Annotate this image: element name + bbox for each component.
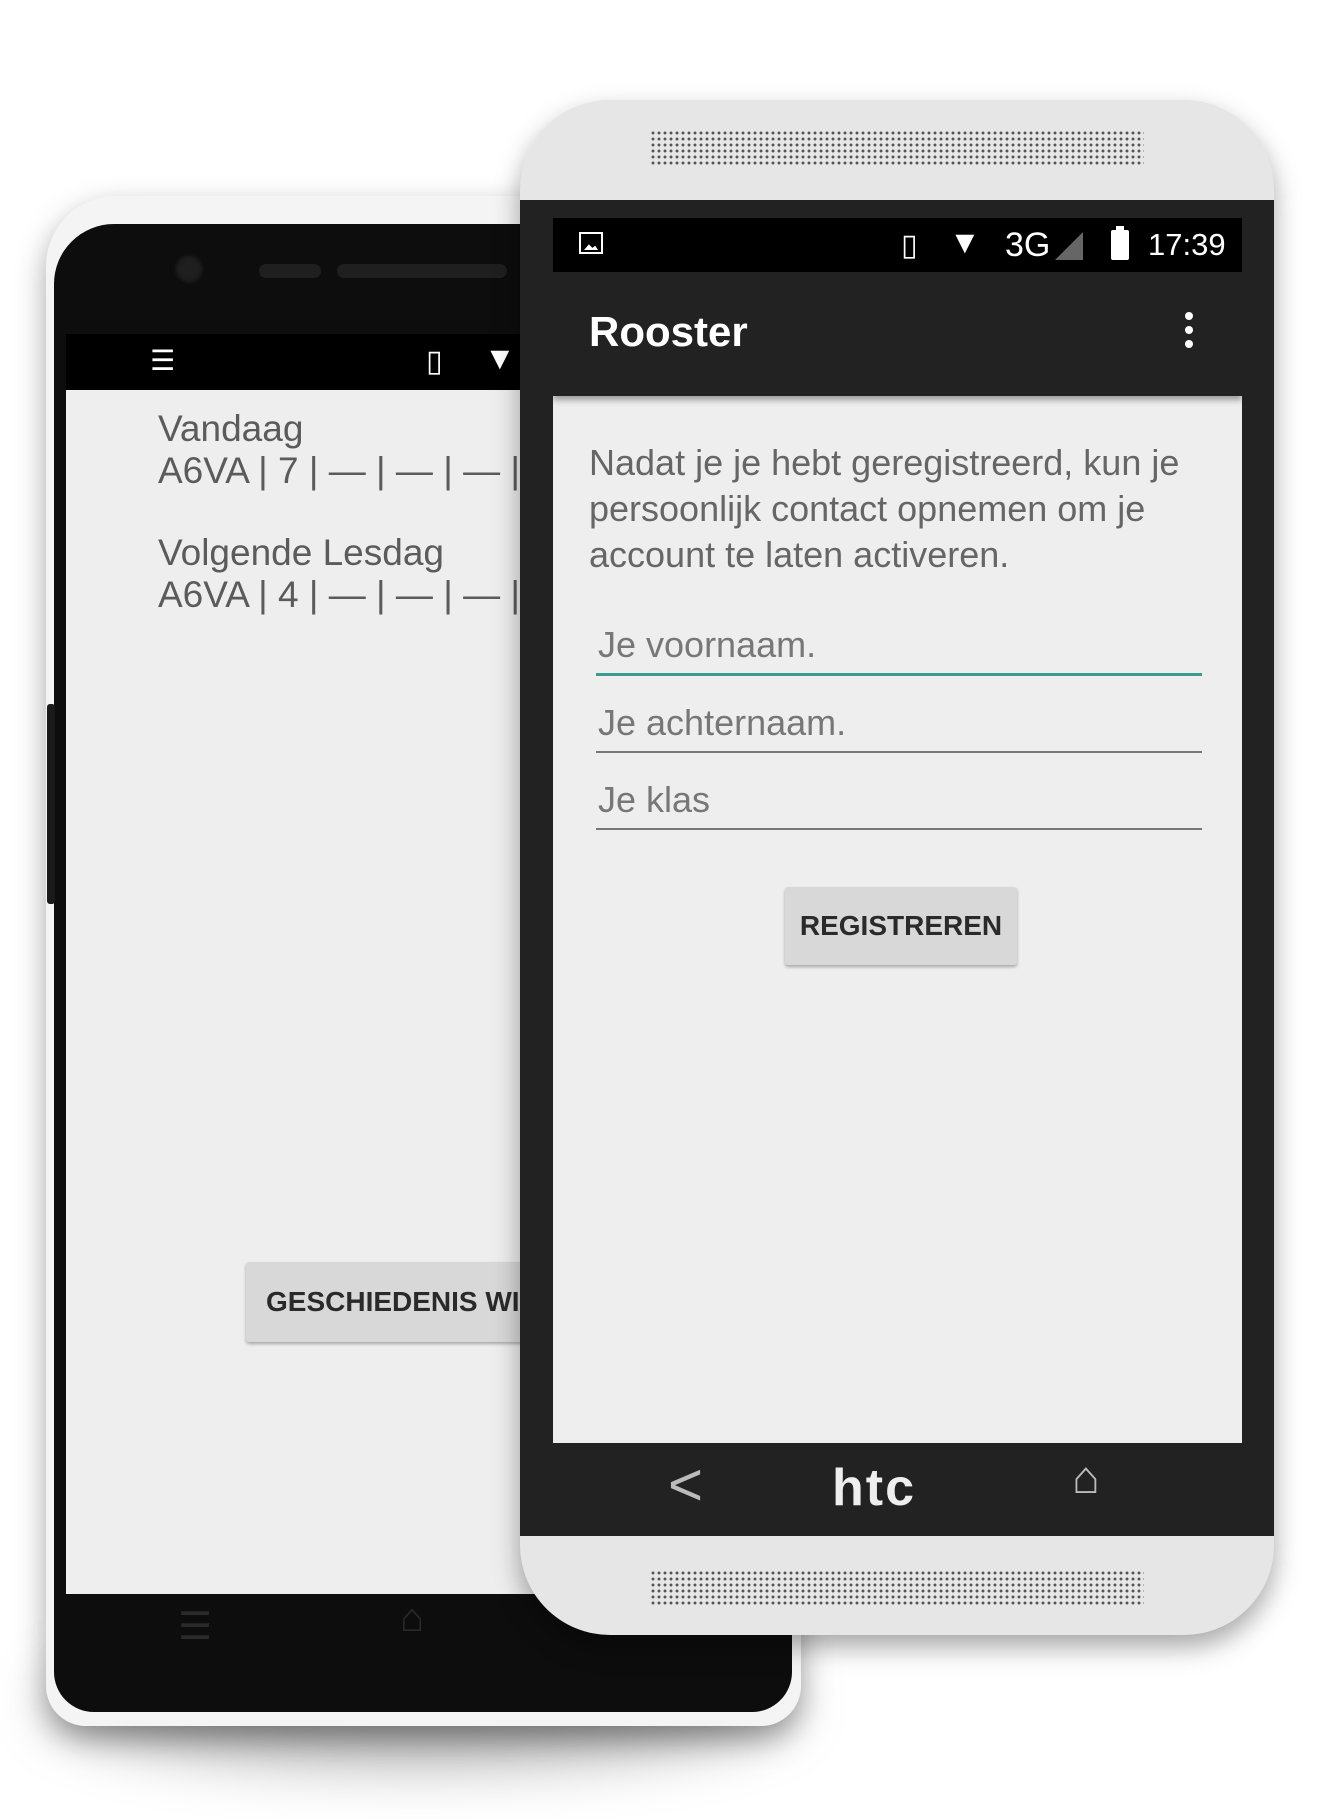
next-day-schedule: A6VA | 4 | — | — | — | Wo — [158, 574, 586, 615]
app-bar: Rooster — [553, 272, 1242, 396]
home-icon[interactable]: ⌂ — [1072, 1451, 1100, 1503]
today-schedule: A6VA | 7 | — | — | — | Ou — [158, 450, 580, 491]
status-time: 17:39 — [1148, 227, 1226, 262]
top-speaker-grille — [650, 130, 1144, 166]
wifi-icon: ▼ — [949, 224, 981, 260]
wifi-icon: ▼ — [484, 340, 516, 376]
menu-icon: ☰ — [150, 345, 176, 376]
sensor — [259, 264, 321, 278]
overflow-menu-icon[interactable] — [1185, 312, 1195, 354]
first-name-input[interactable]: Je voornaam. — [596, 617, 1202, 676]
class-input[interactable]: Je klas — [596, 772, 1202, 830]
front-phone-screen: ▯ ▼ 3G 17:39 Rooster Nadat je je hebt ge… — [553, 218, 1242, 1443]
network-type: 3G — [1005, 226, 1051, 264]
image-notification-icon — [579, 232, 603, 254]
last-name-input[interactable]: Je achternaam. — [596, 695, 1202, 753]
today-label: Vandaag — [158, 408, 304, 449]
back-icon[interactable]: < — [668, 1451, 704, 1518]
signal-icon — [1055, 232, 1083, 260]
earpiece-speaker — [337, 264, 507, 278]
bottom-speaker-grille — [650, 1570, 1144, 1606]
app-title: Rooster — [589, 308, 748, 355]
status-bar: ▯ ▼ 3G 17:39 — [553, 218, 1242, 272]
intro-text: Nadat je je hebt geregistreerd, kun je p… — [589, 442, 1180, 575]
next-day-label: Volgende Lesdag — [158, 532, 444, 573]
battery-icon — [1111, 226, 1129, 260]
brand-logo: htc — [832, 1459, 916, 1517]
register-button[interactable]: REGISTREREN — [785, 887, 1017, 965]
vibrate-icon: ▯ — [901, 229, 918, 262]
side-button — [47, 704, 55, 904]
front-phone: ▯ ▼ 3G 17:39 Rooster Nadat je je hebt ge… — [520, 100, 1274, 1635]
menu-icon[interactable]: ☰ — [178, 1606, 213, 1648]
front-camera — [174, 254, 204, 284]
vibrate-icon: ▯ — [426, 345, 443, 378]
home-icon[interactable]: ⌂ — [400, 1596, 425, 1640]
